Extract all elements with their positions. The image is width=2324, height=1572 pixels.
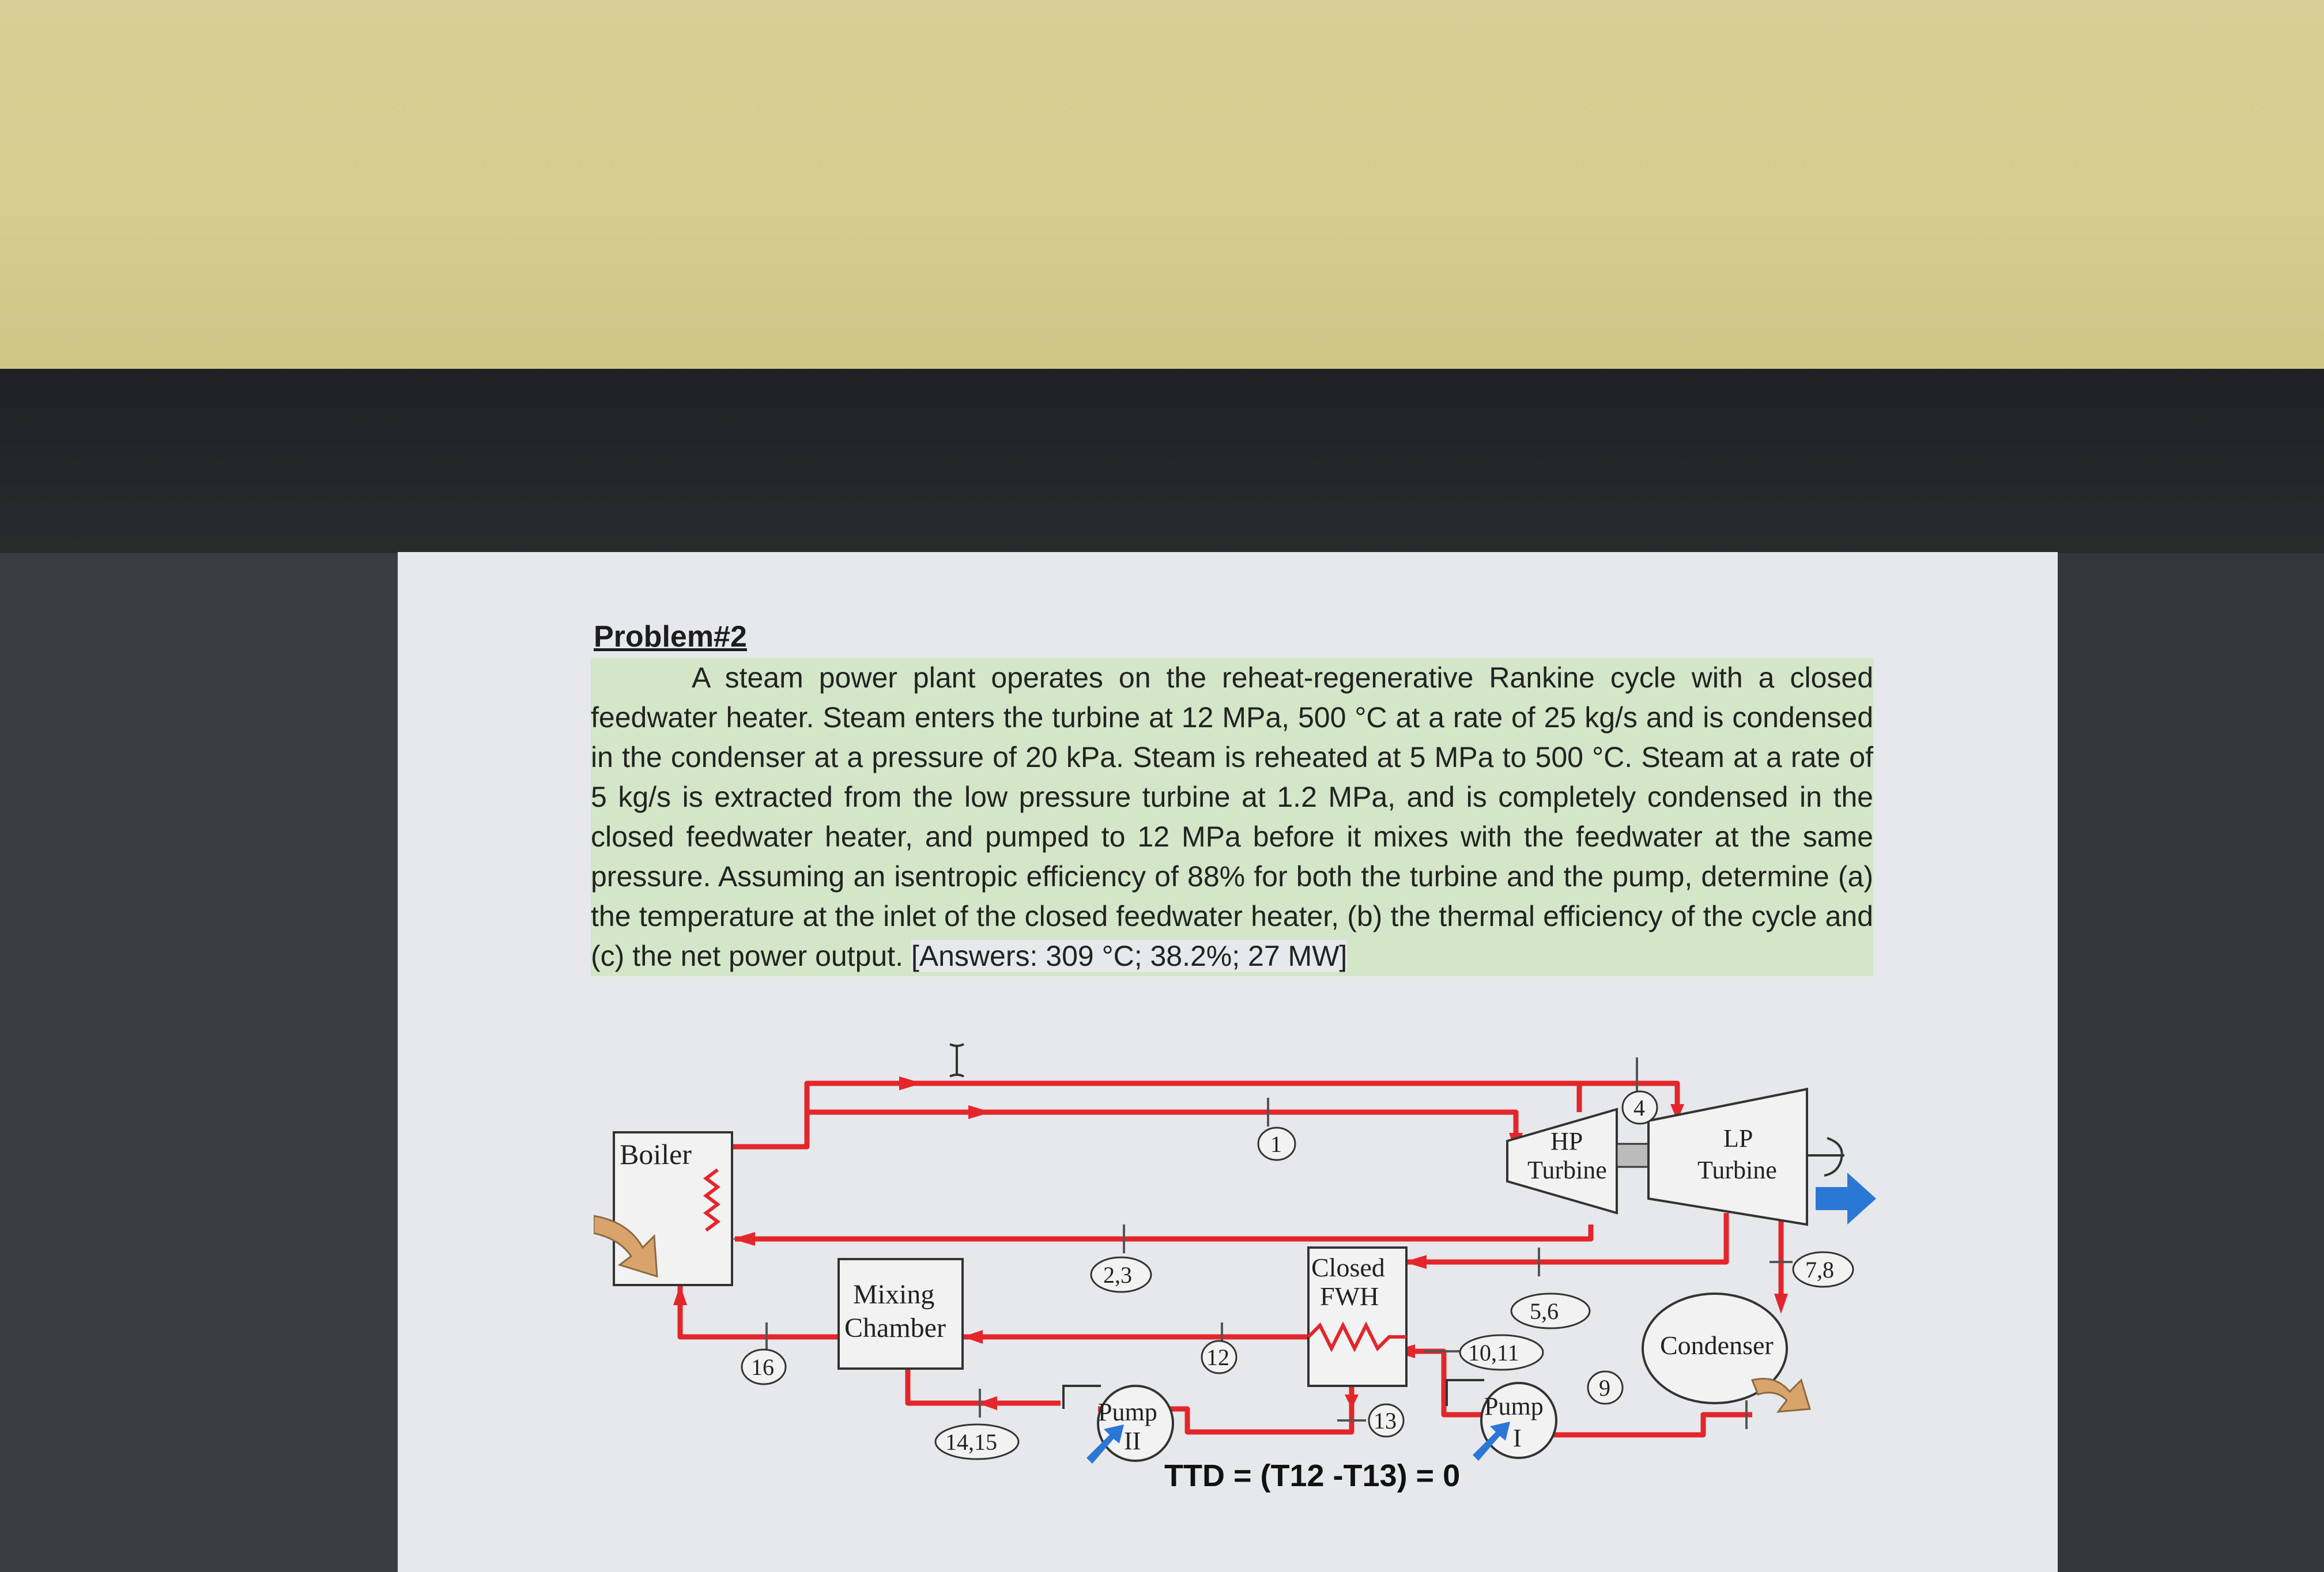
text-cursor-icon: [949, 1043, 964, 1078]
hp-turbine-label-2: Turbine: [1527, 1156, 1607, 1184]
state-14-15: 14,15: [945, 1429, 997, 1455]
boiler-label: Boiler: [620, 1138, 692, 1170]
flow-arrow: [899, 1076, 922, 1090]
pipe-pump2-to-mix: [905, 1369, 1061, 1406]
state-1: 1: [1270, 1131, 1282, 1157]
flow-arrow: [1345, 1395, 1359, 1409]
pump-two: Pump II: [1062, 1385, 1174, 1464]
work-output-arrow-icon: [1816, 1173, 1876, 1225]
condenser: Condenser: [1642, 1293, 1788, 1404]
problem-statement: A steam power plant operates on the rehe…: [591, 658, 1873, 976]
problem-answers: [Answers: 309 °C; 38.2%; 27 MW]: [911, 940, 1348, 972]
pipe-condensate: [1522, 1412, 1752, 1438]
pipe-main-steam: [732, 1109, 1519, 1150]
screen-right-area: [2058, 553, 2324, 1572]
flow-arrow: [673, 1285, 687, 1305]
background-wall: [0, 0, 2324, 369]
state-4: 4: [1633, 1095, 1645, 1121]
lp-turbine-label-2: Turbine: [1697, 1156, 1777, 1184]
state-16: 16: [751, 1354, 774, 1380]
problem-text: A steam power plant operates on the rehe…: [591, 662, 1873, 972]
state-9: 9: [1599, 1375, 1610, 1401]
boiler-heating-coil-icon: [703, 1168, 720, 1232]
pump-one-label-2: I: [1513, 1424, 1522, 1452]
state-ticks: [765, 1057, 1793, 1429]
pipe-pump1-to-fwh: [1392, 1348, 1481, 1418]
pump-one-label-1: Pump: [1484, 1392, 1544, 1420]
flow-arrow: [1670, 1104, 1684, 1121]
problem-title: Problem#2: [594, 620, 747, 653]
flow-arrow: [1774, 1294, 1788, 1314]
state-12: 12: [1206, 1344, 1229, 1370]
flow-arrow: [963, 1330, 983, 1344]
mixing-chamber-label-1: Mixing: [853, 1279, 934, 1310]
state-2-3: 2,3: [1103, 1262, 1132, 1288]
pipe-extraction: [1406, 1213, 1729, 1265]
flow-arrow: [1404, 1255, 1427, 1269]
state-5-6: 5,6: [1530, 1298, 1559, 1324]
ttd-equation: TTD = (T12 -T13) = 0: [1164, 1458, 1461, 1493]
state-label-text: 1 4 2,3 5,6 7,8 9 10,11 12 13 14,15 16: [751, 1095, 1834, 1455]
mixing-chamber: Mixing Chamber: [837, 1258, 964, 1370]
closed-feedwater-heater: Closed FWH: [1307, 1246, 1408, 1387]
pump-two-label-2: II: [1124, 1427, 1141, 1455]
hp-turbine-label-1: HP: [1550, 1127, 1583, 1155]
closed-fwh-label-1: Closed: [1311, 1253, 1385, 1282]
hp-turbine: HP Turbine: [1506, 1108, 1618, 1215]
closed-fwh-label-2: FWH: [1320, 1282, 1379, 1311]
lp-turbine: LP Turbine: [1647, 1087, 1808, 1226]
shaft-rotation-icon: [1807, 1137, 1844, 1177]
heat-rejection-arrow-icon: [1750, 1378, 1811, 1413]
pipe-reheat-feed: [735, 1225, 1594, 1242]
mixing-chamber-label-2: Chamber: [844, 1313, 946, 1343]
flow-arrow: [977, 1396, 997, 1410]
heat-input-arrow-icon: [594, 1215, 658, 1278]
boiler: Boiler: [594, 1131, 733, 1286]
cycle-schematic: Boiler Mixing Chamber Closed FWH HP Turb…: [594, 1043, 1876, 1464]
fwh-coil-icon: [1307, 1321, 1406, 1352]
turbine-shaft: [1616, 1143, 1650, 1168]
state-10-11: 10,11: [1468, 1340, 1519, 1366]
work-input-arrow-icon: [1086, 1424, 1124, 1464]
lp-turbine-label-1: LP: [1723, 1124, 1753, 1152]
state-13: 13: [1374, 1408, 1397, 1434]
pipe-mix-to-boiler: [677, 1285, 839, 1340]
flow-arrow: [732, 1232, 755, 1246]
monitor-bezel: [0, 369, 2324, 553]
state-labels: [741, 1090, 1854, 1460]
state-7-8: 7,8: [1805, 1257, 1834, 1283]
work-input-arrow-icon: [1473, 1422, 1510, 1461]
pump-two-label-1: Pump: [1098, 1398, 1157, 1426]
flow-arrow: [968, 1105, 991, 1119]
pump-one: Pump I: [1446, 1379, 1557, 1461]
condenser-label: Condenser: [1660, 1331, 1774, 1360]
screen-left-area: [0, 553, 398, 1572]
